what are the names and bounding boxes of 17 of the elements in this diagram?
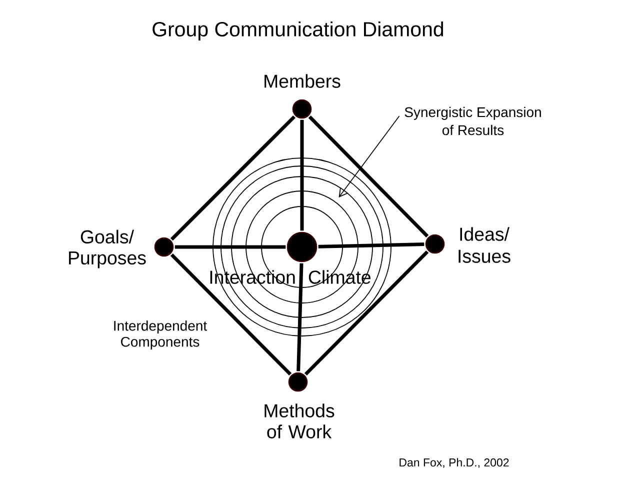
corner-label: Goals/ Purposes — [69, 230, 146, 268]
connecting-line — [300, 120, 304, 231]
connecting-line — [308, 116, 429, 238]
credit-text: Dan Fox, Ph.D., 2002 — [400, 458, 509, 468]
corner-label: Members — [264, 74, 340, 88]
connecting-line — [296, 263, 304, 372]
title: Group Communication Diamond — [152, 21, 444, 41]
corner-label: Methods of Work — [264, 404, 334, 438]
connecting-line — [170, 115, 296, 241]
connecting-line — [304, 250, 429, 376]
leader-arrow — [338, 116, 400, 198]
connecting-line — [174, 245, 286, 249]
callout-text: Synergistic Expansion of Results — [404, 106, 541, 136]
note-text: Interdependent Components — [114, 320, 207, 350]
corner-label: Ideas/ Issues — [458, 227, 510, 263]
connecting-line — [170, 253, 292, 376]
connecting-line — [318, 242, 424, 248]
